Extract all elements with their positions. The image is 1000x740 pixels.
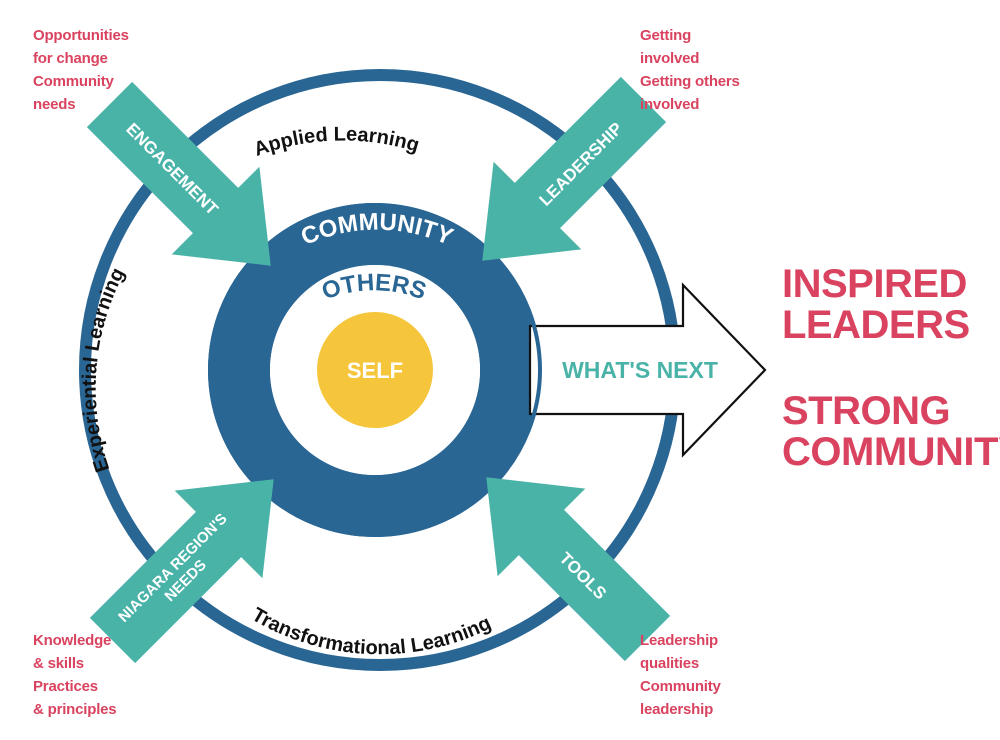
note-line: leadership <box>640 701 714 718</box>
note-line: Knowledge <box>33 632 112 649</box>
arrow-inward-icon <box>86 81 271 266</box>
self-label: SELF <box>347 358 403 383</box>
outcome-line: STRONG <box>782 389 951 433</box>
note-line: Practices <box>33 678 98 695</box>
note-line: Getting <box>640 27 692 44</box>
note-line: Getting others <box>640 73 740 90</box>
arrow-tools: TOOLS <box>486 477 671 662</box>
note-line: Leadership <box>640 632 719 649</box>
whats-next-arrow <box>528 282 767 458</box>
note-line: & skills <box>33 655 84 672</box>
note-line: Community <box>640 678 721 695</box>
arrow-inward-icon <box>482 76 667 261</box>
note-line: needs <box>33 96 76 113</box>
outer-top-label: Applied Learning <box>251 123 422 160</box>
note-bottom-right: Leadership qualities Community leadershi… <box>640 629 721 721</box>
note-bottom-left: Knowledge & skills Practices & principle… <box>33 629 117 721</box>
outer-left-label: Experiential Learning <box>79 264 130 474</box>
community-ring <box>208 203 542 537</box>
note-line: qualities <box>640 655 700 672</box>
community-ring-edge <box>208 203 542 537</box>
outcome-line: LEADERS <box>782 303 970 347</box>
arrow-inward-icon <box>486 477 671 662</box>
note-line: & principles <box>33 701 117 718</box>
self-circle <box>317 312 433 428</box>
arrow-inward-icon <box>89 479 274 664</box>
whats-next-label: WHAT'S NEXT <box>562 357 718 383</box>
outcome-inspired-leaders: INSPIRED LEADERS <box>782 264 970 346</box>
note-line: involved <box>640 50 700 67</box>
outcome-strong-community: STRONG COMMUNITY <box>782 391 1000 473</box>
note-line: Community <box>33 73 114 90</box>
note-top-right: Getting involved Getting others involved <box>640 24 740 116</box>
outcome-line: COMMUNITY <box>782 430 1000 474</box>
outcome-line: INSPIRED <box>782 262 967 306</box>
note-line: Opportunities <box>33 27 129 44</box>
note-line: involved <box>640 96 700 113</box>
note-line: for change <box>33 50 108 67</box>
note-top-left: Opportunities for change Community needs <box>33 24 129 116</box>
